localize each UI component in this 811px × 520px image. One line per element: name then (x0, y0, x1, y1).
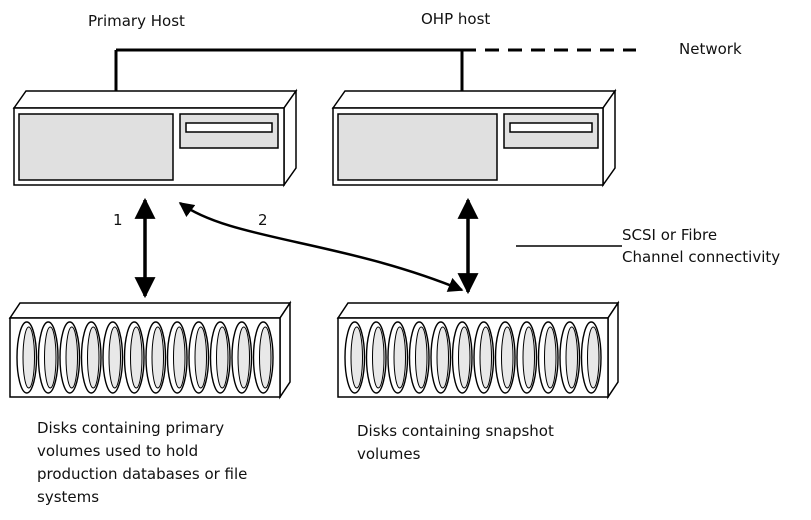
primary-disk-face-6 (130, 326, 143, 389)
primary-disk-array (8, 300, 292, 400)
network-label: Network (679, 40, 742, 58)
primary-disks-caption-line2: volumes used to hold (37, 442, 199, 460)
snapshot-disk-face-2 (372, 326, 385, 389)
primary-disk-face-7 (151, 326, 164, 389)
primary-disk-face-11 (237, 326, 250, 389)
ohp-host-drive-slot (509, 122, 593, 133)
primary-host-drive-slot (185, 122, 273, 133)
snapshot-disk-face-12 (587, 326, 600, 389)
primary-disk-face-8 (173, 326, 186, 389)
snapshot-disk-face-8 (501, 326, 514, 389)
connection-arrows (134, 197, 622, 299)
snapshot-disk-face-11 (565, 326, 578, 389)
arrow-1-label: 1 (113, 211, 123, 229)
snapshot-disk-face-7 (479, 326, 492, 389)
ohp-host-panel (337, 113, 498, 181)
primary-disk-face-12 (259, 326, 272, 389)
ohp-host-label: OHP host (421, 10, 491, 28)
snapshot-disks-caption-line1: Disks containing snapshot (357, 422, 554, 440)
primary-disks-caption-line3: production databases or file (37, 465, 248, 483)
primary-host-server (12, 88, 298, 188)
primary-disks-caption-line1: Disks containing primary (37, 419, 225, 437)
primary-disk-slots (16, 321, 274, 394)
arrow-2 (178, 201, 464, 292)
snapshot-disk-face-1 (350, 326, 363, 389)
primary-disk-face-4 (87, 326, 100, 389)
snapshot-disk-face-4 (415, 326, 428, 389)
primary-disks-caption-line4: systems (37, 488, 100, 506)
snapshot-disks-caption-line2: volumes (357, 445, 421, 463)
snapshot-disk-array (336, 300, 620, 400)
snapshot-disk-slots (344, 321, 602, 394)
snapshot-disk-face-3 (393, 326, 406, 389)
arrow-2-label: 2 (258, 211, 268, 229)
connectivity-label-line1: SCSI or Fibre (622, 226, 718, 244)
snapshot-disk-face-6 (458, 326, 471, 389)
network-lines (114, 48, 636, 92)
ohp-host-server (331, 88, 617, 188)
primary-disk-face-3 (65, 326, 78, 389)
primary-disk-face-1 (22, 326, 35, 389)
snapshot-disk-face-9 (522, 326, 535, 389)
primary-disk-face-9 (194, 326, 207, 389)
snapshot-disk-face-10 (544, 326, 557, 389)
primary-disk-face-2 (44, 326, 57, 389)
primary-disk-face-10 (216, 326, 229, 389)
connectivity-label-line2: Channel connectivity (622, 248, 781, 266)
primary-host-label: Primary Host (88, 12, 185, 30)
snapshot-disk-face-5 (436, 326, 449, 389)
primary-host-panel (18, 113, 174, 181)
primary-disk-face-5 (108, 326, 121, 389)
